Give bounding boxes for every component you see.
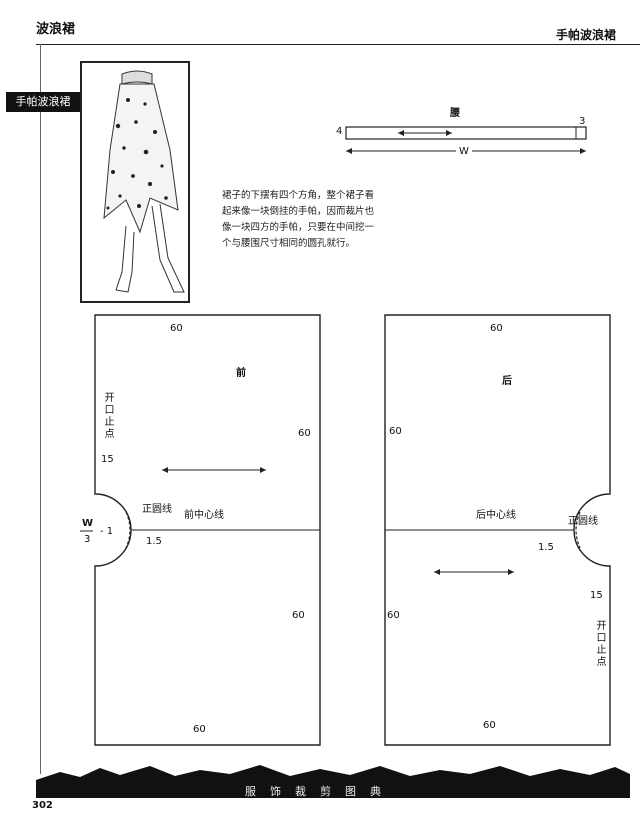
front-bottom-dim: 60 — [193, 724, 206, 735]
back-opening-label: 开口止点 — [594, 620, 605, 668]
front-circle-label: 正圆线 — [142, 504, 172, 515]
waistband-right-dim: 3 — [579, 116, 586, 127]
waistband-width-label: W — [456, 146, 472, 157]
front-title: 前 — [236, 368, 246, 379]
side-tab: 手帕波浪裙 — [6, 92, 80, 112]
back-left-dim-lower: 60 — [387, 610, 400, 621]
back-top-dim: 60 — [490, 323, 503, 334]
front-top-dim: 60 — [170, 323, 183, 334]
waistband-title: 腰 — [450, 108, 460, 119]
front-center-label: 前中心线 — [184, 510, 224, 521]
back-left-dim-upper: 60 — [389, 426, 402, 437]
waistband-left-dim: 4 — [336, 126, 343, 137]
front-ease-dim: 1.5 — [146, 536, 162, 547]
page-number: 302 — [32, 800, 53, 811]
header-right-title: 手帕波浪裙 — [555, 28, 616, 42]
back-ease-dim: 1.5 — [538, 542, 554, 553]
back-opening-dim: 15 — [590, 590, 603, 601]
skirt-illustration — [80, 61, 190, 303]
back-bottom-dim: 60 — [483, 720, 496, 731]
front-opening-label: 开口止点 — [102, 392, 113, 440]
front-w-numerator: W — [82, 518, 94, 529]
front-right-dim-lower: 60 — [292, 610, 305, 621]
front-w-denominator: 3 — [84, 534, 91, 545]
header-left-title: 波浪裙 — [36, 22, 76, 37]
back-circle-label: 正圆线 — [568, 516, 598, 527]
back-piece — [384, 314, 611, 746]
front-w-minus: - 1 — [100, 526, 114, 537]
back-center-label: 后中心线 — [476, 510, 516, 521]
front-right-dim-upper: 60 — [298, 428, 311, 439]
back-title: 后 — [502, 376, 512, 387]
footer-title: 服饰裁剪图典 — [245, 785, 395, 798]
front-piece — [80, 314, 321, 746]
margin-rule — [40, 44, 41, 774]
header-rule — [36, 44, 640, 45]
footer-band — [36, 765, 630, 798]
front-opening-dim: 15 — [101, 454, 114, 465]
description-text: 裙子的下摆有四个方角，整个裙子看起来像一块倒挂的手帕，因而裁片也像一块四方的手帕… — [222, 190, 375, 249]
